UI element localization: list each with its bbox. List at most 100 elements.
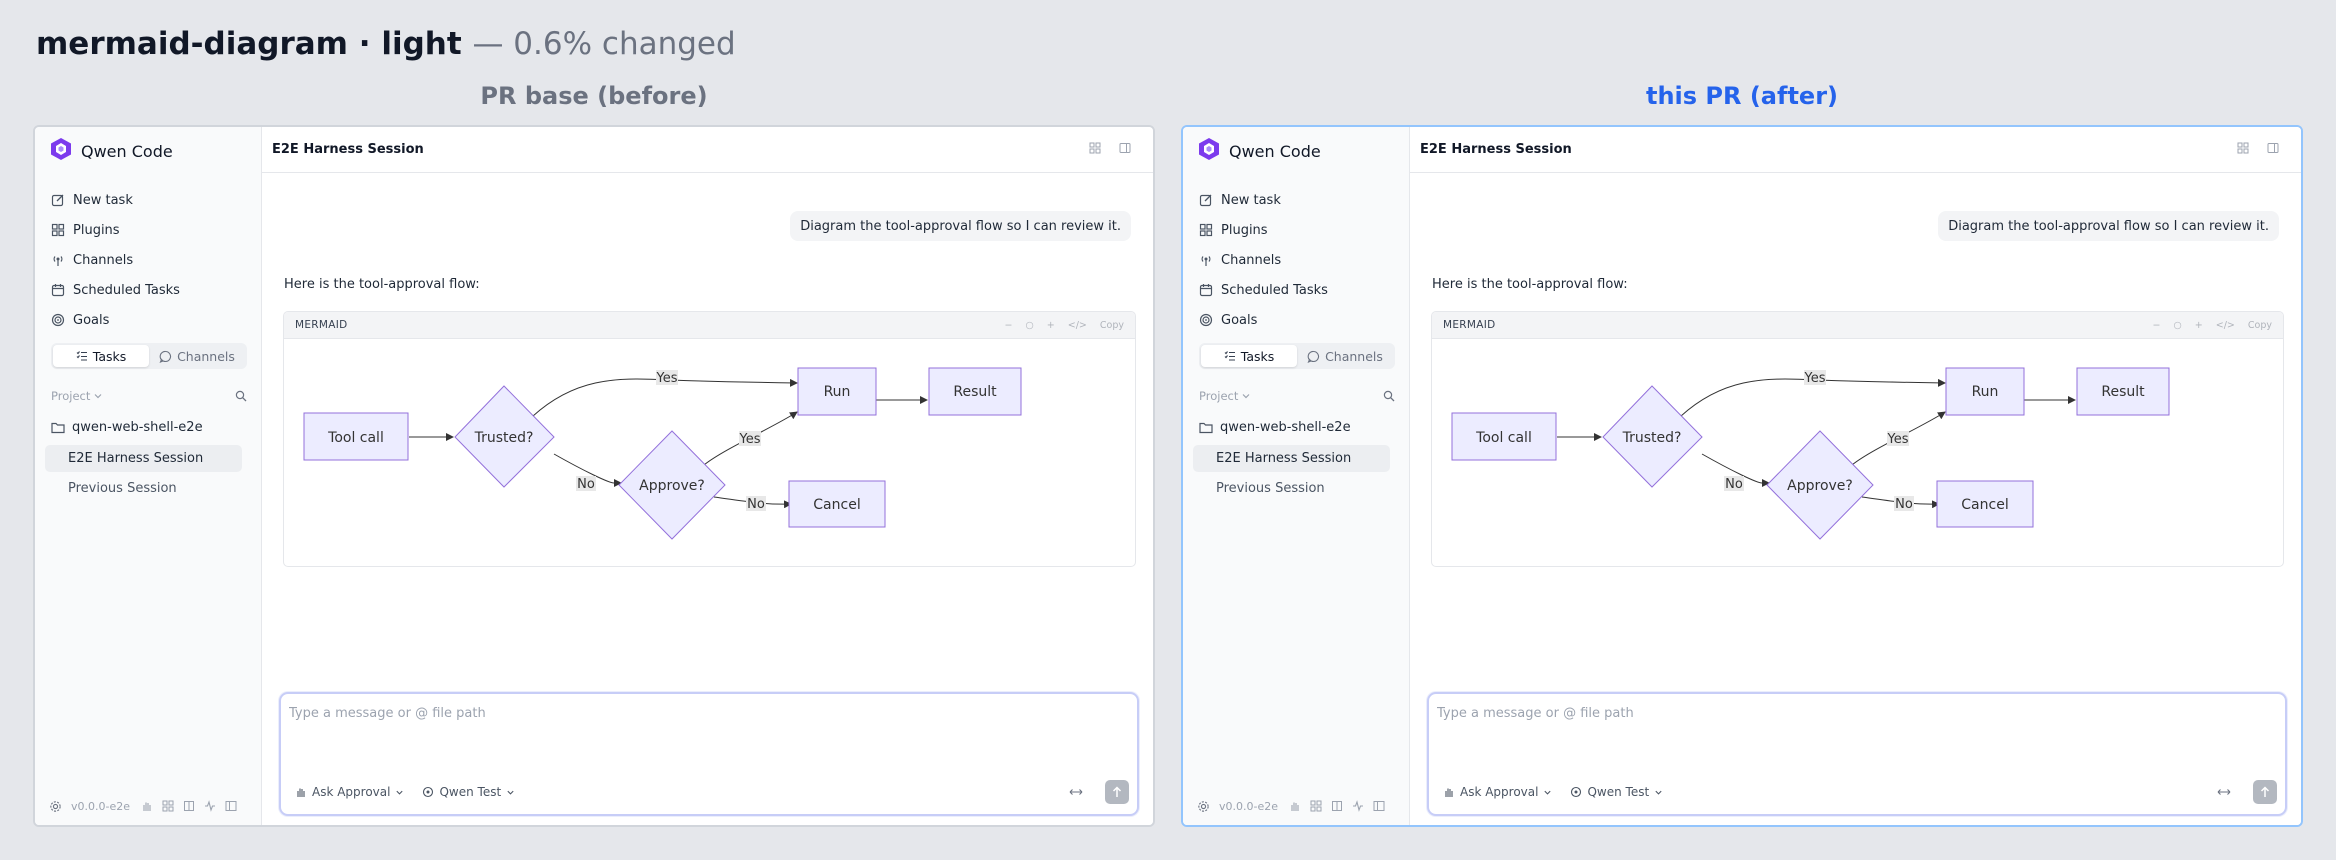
header-title: E2E Harness Session [272,142,424,157]
session-item-previous[interactable]: Previous Session [68,481,177,496]
message-input[interactable] [289,706,989,721]
message-input[interactable] [1437,706,2137,721]
node-result [928,367,1022,416]
expand-icon[interactable] [1069,787,1083,797]
node-label: Run [824,384,851,400]
main-area: E2E Harness Session Diagram the tool-app… [262,127,1153,825]
brand[interactable]: Qwen Code [1197,138,1321,163]
nav-scheduled-tasks[interactable]: Scheduled Tasks [51,275,251,305]
nav-plugins[interactable]: Plugins [1199,215,1399,245]
nav-new-task[interactable]: New task [51,185,251,215]
layout-grid-icon[interactable] [2237,142,2249,154]
brand-name: Qwen Code [1229,141,1321,161]
nav-new-task[interactable]: New task [1199,185,1399,215]
sidebar-toggle-icon[interactable] [2267,142,2279,154]
node-label: Cancel [813,497,860,513]
zoom-reset-button[interactable]: ○ [1025,319,1034,331]
brand[interactable]: Qwen Code [49,138,173,163]
view-source-button[interactable]: </> [2215,319,2235,331]
tab-tasks[interactable]: Tasks [1201,345,1297,367]
nav-channels[interactable]: Channels [1199,245,1399,275]
activity-icon[interactable] [204,800,216,812]
chevron-down-icon [1655,790,1662,795]
approval-mode-select[interactable]: Ask Approval [295,785,404,799]
send-button[interactable] [2253,780,2277,804]
node-tool-call [1451,412,1557,461]
project-label[interactable]: Project [1199,389,1239,403]
view-source-button[interactable]: </> [1067,319,1087,331]
project-folder[interactable]: qwen-web-shell-e2e [1199,416,1351,438]
chevron-down-icon [1242,394,1250,399]
project-folder[interactable]: qwen-web-shell-e2e [51,416,203,438]
panel-icon[interactable] [225,800,237,812]
session-item-previous[interactable]: Previous Session [1216,481,1325,496]
grid-icon[interactable] [1310,800,1322,812]
send-button[interactable] [1105,780,1129,804]
zoom-in-button[interactable]: + [1046,319,1055,331]
gear-icon[interactable] [49,800,62,813]
nav-channels[interactable]: Channels [51,245,251,275]
project-label[interactable]: Project [51,389,91,403]
session-item-active[interactable]: E2E Harness Session [45,445,242,472]
user-message: Diagram the tool-approval flow so I can … [790,211,1131,241]
grid-icon[interactable] [162,800,174,812]
tab-label: Tasks [92,348,127,364]
zoom-out-button[interactable]: − [1004,319,1013,331]
copy-button[interactable]: Copy [1099,319,1124,331]
book-icon[interactable] [183,800,195,812]
app-window-after: Qwen Code New task Plugins Channels Sche… [1181,125,2303,827]
zoom-reset-button[interactable]: ○ [2173,319,2182,331]
calendar-icon [1199,284,1213,297]
expand-icon[interactable] [2217,787,2231,797]
main-area: E2E Harness Session Diagram the tool-app… [1410,127,2301,825]
nav-plugins[interactable]: Plugins [51,215,251,245]
calendar-icon [51,284,65,297]
nav-goals[interactable]: Goals [51,305,251,335]
target-icon [1199,313,1213,327]
hand-icon[interactable] [1289,800,1301,812]
approval-mode-select[interactable]: Ask Approval [1443,785,1552,799]
chat-bubble-icon [1307,350,1320,363]
book-icon[interactable] [1331,800,1343,812]
session-item-active[interactable]: E2E Harness Session [1193,445,1390,472]
tab-label: Channels [1325,348,1383,364]
edit-icon [51,194,64,207]
approval-mode-label: Ask Approval [1460,785,1539,799]
nav-label: Plugins [73,222,120,238]
chat-bubble-icon [159,350,172,363]
hand-icon[interactable] [141,800,153,812]
nav-label: Goals [1221,312,1258,328]
sidebar-tabs: Tasks Channels [51,343,247,369]
panel-icon[interactable] [1373,800,1385,812]
version-label: v0.0.0-e2e [1219,799,1279,813]
model-select[interactable]: Qwen Test [422,785,515,799]
tab-tasks[interactable]: Tasks [53,345,149,367]
nav-scheduled-tasks[interactable]: Scheduled Tasks [1199,275,1399,305]
assistant-message: Here is the tool-approval flow: [1432,277,1628,292]
nav-goals[interactable]: Goals [1199,305,1399,335]
diagram-nodes [1451,367,2170,540]
mermaid-label: MERMAID [295,319,348,331]
broadcast-icon [1201,256,1211,266]
zoom-out-button[interactable]: − [2152,319,2161,331]
sidebar-nav: New task Plugins Channels Scheduled Task… [51,185,251,335]
composer: Ask Approval Qwen Test [279,692,1139,816]
node-cancel [1936,480,2034,528]
hand-icon [1445,788,1453,797]
edge-label: Yes [739,432,761,447]
edge-label: Yes [1804,371,1826,386]
search-icon[interactable] [1383,390,1395,402]
search-icon[interactable] [235,390,247,402]
tab-channels[interactable]: Channels [149,345,245,367]
node-label: Result [2101,384,2145,400]
zoom-in-button[interactable]: + [2194,319,2203,331]
gear-icon[interactable] [1197,800,1210,813]
tab-channels[interactable]: Channels [1297,345,1393,367]
nav-label: New task [73,192,133,208]
activity-icon[interactable] [1352,800,1364,812]
layout-grid-icon[interactable] [1089,142,1101,154]
model-select[interactable]: Qwen Test [1570,785,1663,799]
edge-label: Yes [1887,432,1909,447]
copy-button[interactable]: Copy [2247,319,2272,331]
sidebar-toggle-icon[interactable] [1119,142,1131,154]
